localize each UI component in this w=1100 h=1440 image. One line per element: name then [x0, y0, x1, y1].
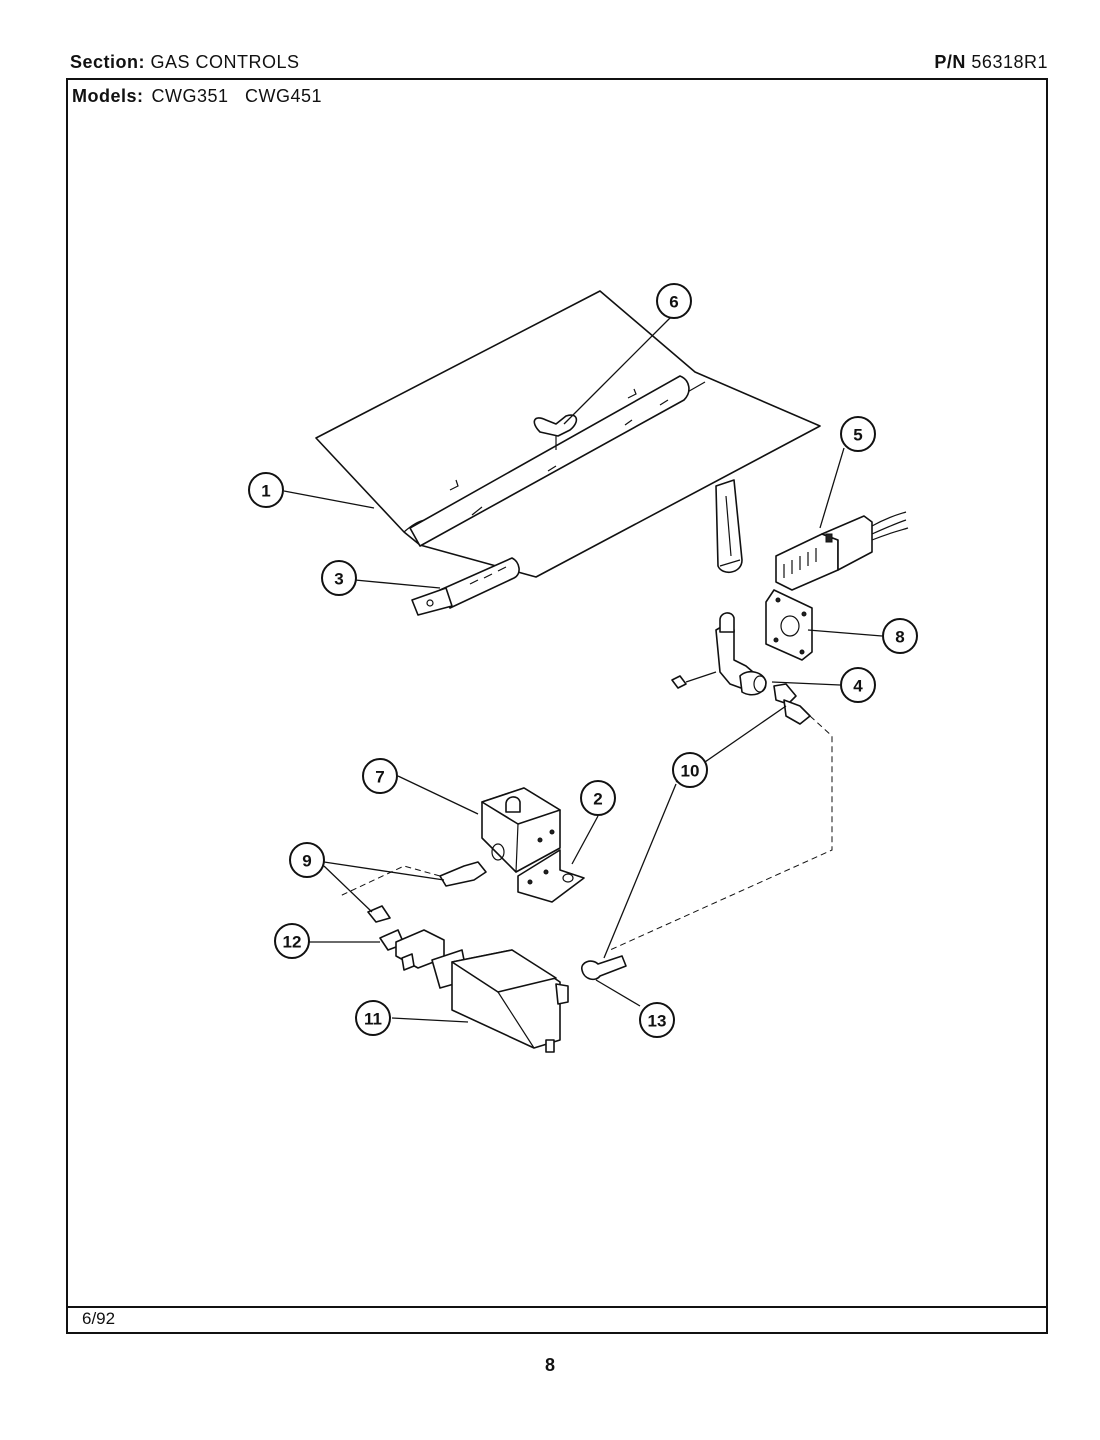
- pilot-tube-part: [715, 479, 743, 573]
- svg-text:3: 3: [334, 570, 343, 589]
- fitting-part: [339, 861, 487, 923]
- baffle-plate-part: [315, 290, 821, 578]
- callout-9: 9: [289, 842, 325, 878]
- svg-text:13: 13: [648, 1012, 667, 1031]
- models-label: Models:: [72, 86, 144, 106]
- footer-rule: [66, 1306, 1048, 1308]
- callout-4: 4: [840, 667, 876, 703]
- connector-part: [379, 929, 445, 971]
- burner-tube-part: [409, 375, 690, 547]
- upper-fitting-part: [609, 699, 833, 951]
- pilot-bracket-part: [671, 612, 797, 705]
- callout-7: 7: [362, 758, 398, 794]
- svg-text:6: 6: [669, 293, 678, 312]
- callout-13: 13: [639, 1002, 675, 1038]
- burner-tube-lower-part: [411, 557, 520, 616]
- lower-fitting-part: [581, 955, 627, 981]
- diagram-frame: [66, 78, 1048, 1334]
- svg-text:4: 4: [853, 677, 863, 696]
- part-number-heading: P/N 56318R1: [934, 52, 1048, 73]
- section-value: GAS CONTROLS: [150, 52, 300, 72]
- callout-10: 10: [672, 752, 708, 788]
- mounting-plate-part: [765, 589, 813, 661]
- wing-nut-part: [533, 414, 578, 450]
- svg-text:5: 5: [853, 426, 862, 445]
- revision-date: 6/92: [82, 1309, 116, 1328]
- thermostat-part: [431, 949, 569, 1053]
- callout-11: 11: [355, 1000, 391, 1036]
- callout-12: 12: [274, 923, 310, 959]
- callout-6: 6: [656, 283, 692, 319]
- svg-text:2: 2: [593, 790, 602, 809]
- svg-text:8: 8: [895, 628, 904, 647]
- valve-bracket-part: [517, 849, 585, 903]
- page-number: 8: [544, 1355, 555, 1375]
- pn-label: P/N: [934, 52, 966, 72]
- callout-1: 1: [248, 472, 284, 508]
- gas-valve-part: [481, 787, 561, 873]
- svg-text:11: 11: [364, 1010, 382, 1029]
- callout-3: 3: [321, 560, 357, 596]
- models-heading: Models: CWG351 CWG451: [72, 86, 322, 107]
- svg-text:1: 1: [261, 482, 270, 501]
- igniter-block-part: [775, 511, 909, 591]
- leader-lines: [283, 317, 883, 1023]
- models-value: CWG351 CWG451: [151, 86, 323, 106]
- callout-2: 2: [580, 780, 616, 816]
- svg-text:9: 9: [302, 852, 311, 871]
- callout-5: 5: [840, 416, 876, 452]
- svg-text:10: 10: [681, 762, 700, 781]
- svg-text:7: 7: [375, 768, 384, 787]
- callout-8: 8: [882, 618, 918, 654]
- pn-value: 56318R1: [971, 52, 1048, 72]
- section-label: Section:: [70, 52, 146, 72]
- svg-text:12: 12: [283, 933, 302, 952]
- section-heading: Section: GAS CONTROLS: [70, 52, 300, 73]
